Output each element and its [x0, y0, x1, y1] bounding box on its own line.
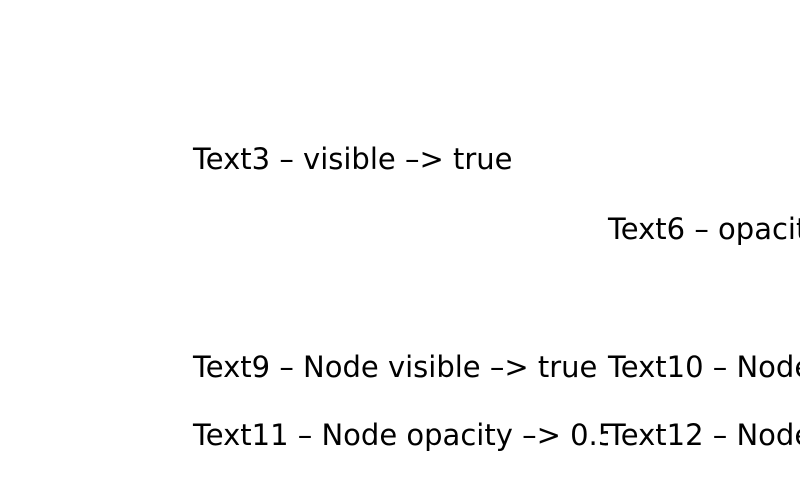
text-label-text12: Text12 – Node opacity –> 1.0 — [608, 421, 800, 450]
text-label-text11: Text11 – Node opacity –> 0.5 — [193, 418, 617, 452]
text-label-text10: Text10 – Node visible –> false — [608, 353, 800, 382]
text-label-text3: Text3 – visible –> true — [193, 142, 513, 176]
text-label-text9: Text9 – Node visible –> true — [193, 350, 598, 384]
text-label-text6: Text6 – opacity –> 0.5 — [608, 212, 800, 246]
